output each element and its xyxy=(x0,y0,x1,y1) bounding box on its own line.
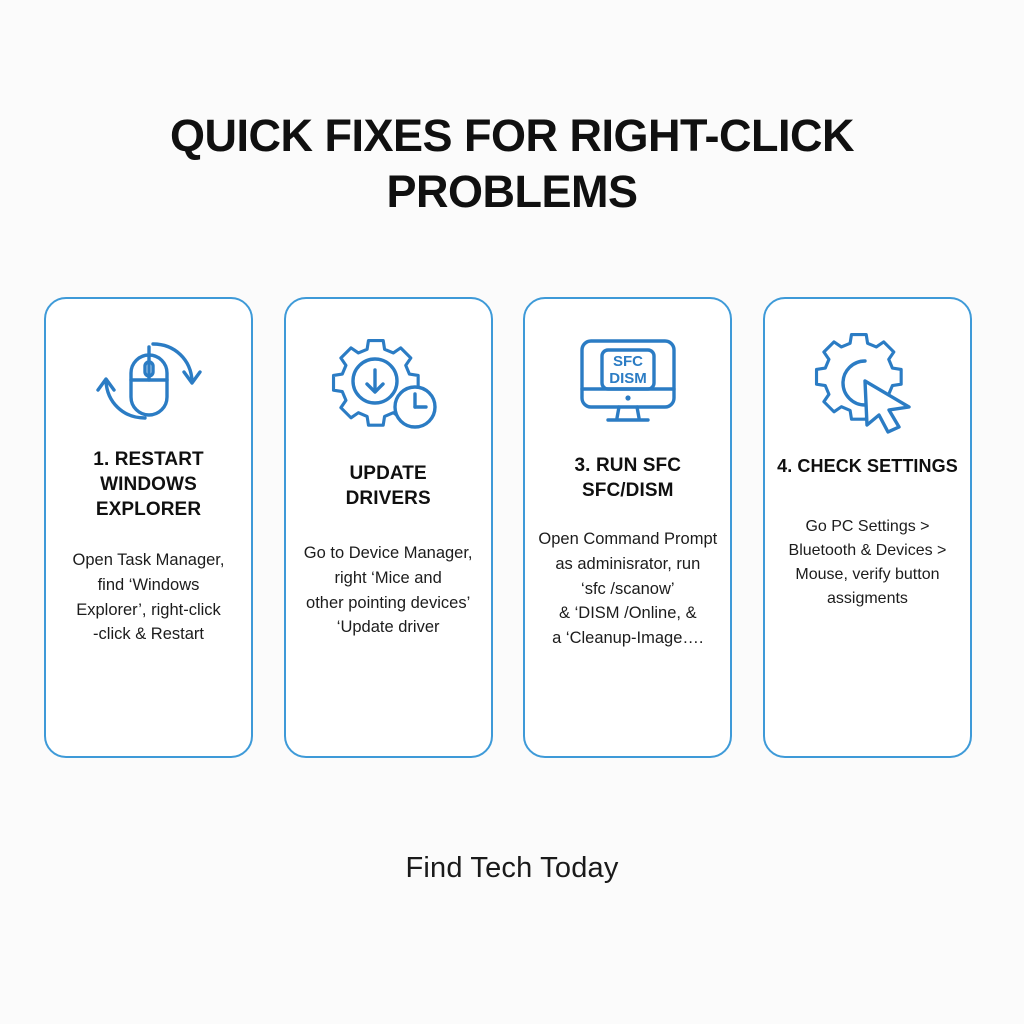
card-heading: UPDATE DRIVERS xyxy=(345,463,431,510)
cards-row: 1. RESTART WINDOWS EXPLORER Open Task Ma… xyxy=(44,297,972,758)
page-title: QUICK FIXES FOR RIGHT-CLICK PROBLEMS xyxy=(170,110,855,218)
card-restart-windows-explorer[interactable]: 1. RESTART WINDOWS EXPLORER Open Task Ma… xyxy=(44,297,253,758)
card-heading: 1. RESTART WINDOWS EXPLORER xyxy=(93,449,204,521)
monitor-sfc-dism-icon: SFC DISM xyxy=(570,335,686,427)
gear-cursor-icon xyxy=(809,332,925,434)
mouse-restart-icon xyxy=(91,335,207,427)
footer: Find Tech Today xyxy=(0,852,1024,885)
card-check-settings[interactable]: 4. CHECK SETTINGS Go PC Settings > Bluet… xyxy=(762,297,972,758)
card-run-sfc-dism[interactable]: SFC DISM 3. RUN SFC SFC/DISM Open Comman… xyxy=(523,297,733,758)
card-heading: 3. RUN SFC SFC/DISM xyxy=(574,455,682,502)
icon-label-dism: DISM xyxy=(609,370,647,387)
card-body: Open Task Manager, find ‘Windows Explore… xyxy=(72,551,225,644)
card-update-drivers[interactable]: UPDATE DRIVERS Go to Device Manager, rig… xyxy=(283,297,493,758)
card-heading: 4. CHECK SETTINGS xyxy=(777,456,958,476)
icon-label-sfc: SFC xyxy=(613,353,643,370)
title-block: QUICK FIXES FOR RIGHT-CLICK PROBLEMS xyxy=(120,108,904,221)
brand-name: Find Tech Today xyxy=(405,852,619,884)
card-body: Open Command Prompt as adminisrator, run… xyxy=(538,530,718,648)
card-body: Go PC Settings > Bluetooth & Devices > M… xyxy=(788,517,947,607)
card-body: Go to Device Manager, right ‘Mice and ot… xyxy=(303,544,473,637)
gear-download-clock-icon xyxy=(330,338,446,433)
